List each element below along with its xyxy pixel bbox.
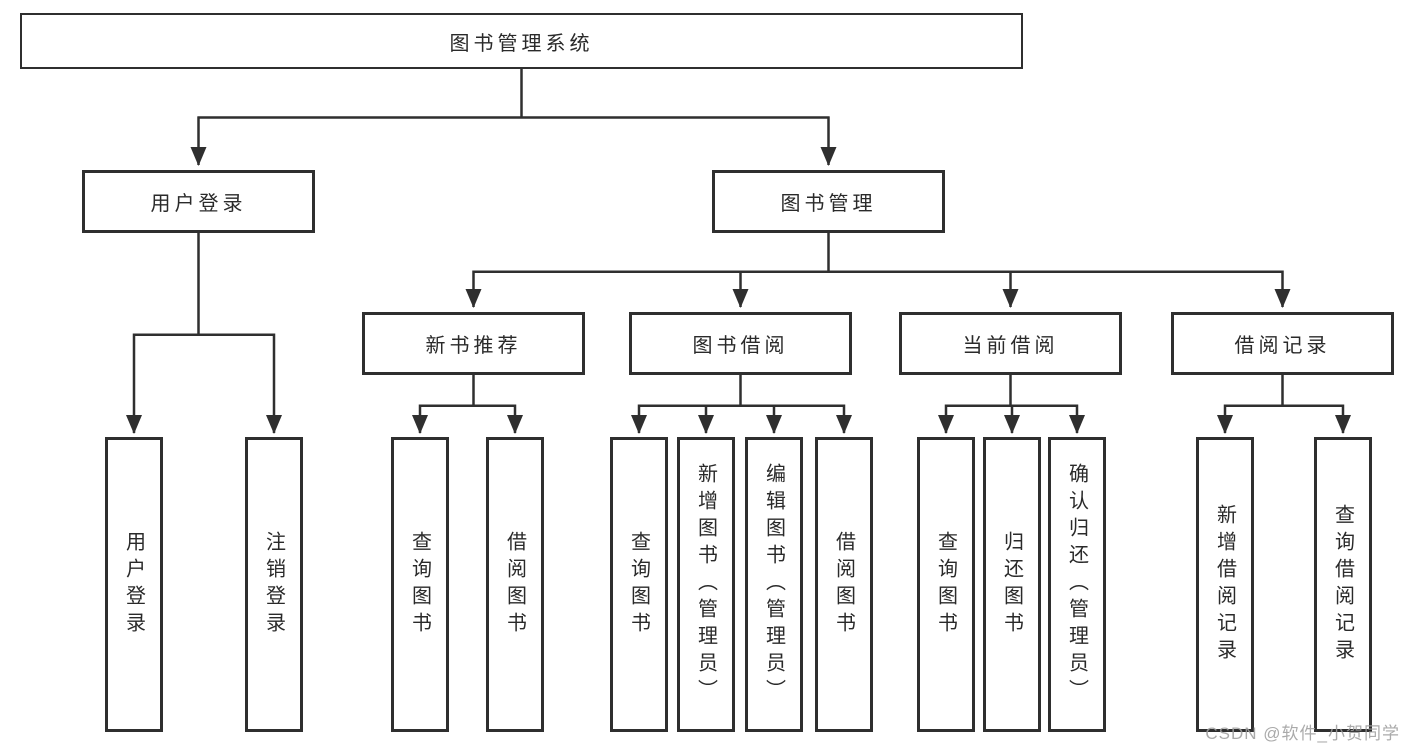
node-label: 编辑图书（管理员） <box>762 463 785 706</box>
node-label: 图书借阅 <box>692 335 789 357</box>
leaf-borrow-query-books: 查询图书 <box>610 437 668 732</box>
leaf-records-query-record: 查询借阅记录 <box>1314 437 1372 732</box>
leaf-borrow-edit-books-admin: 编辑图书（管理员） <box>745 437 803 732</box>
node-label: 新书推荐 <box>425 335 522 357</box>
node-library-management-system: 图书管理系统 <box>20 13 1023 69</box>
node-label: 查询图书 <box>627 530 650 639</box>
node-book-borrow: 图书借阅 <box>629 312 852 375</box>
node-label: 新增图书（管理员） <box>694 463 717 706</box>
node-book-management: 图书管理 <box>712 170 945 233</box>
node-label: 图书管理 <box>780 193 877 215</box>
node-label: 注销登录 <box>262 530 285 639</box>
node-label: 查询图书 <box>408 530 431 639</box>
node-current-borrow: 当前借阅 <box>899 312 1122 375</box>
node-label: 查询借阅记录 <box>1331 503 1354 666</box>
node-label: 新增借阅记录 <box>1213 503 1236 666</box>
node-label: 查询图书 <box>934 530 957 639</box>
leaf-logout: 注销登录 <box>245 437 303 732</box>
node-borrow-records: 借阅记录 <box>1171 312 1394 375</box>
node-label: 用户登录 <box>122 530 145 639</box>
csdn-watermark: CSDN @软件_小贺同学 <box>1205 724 1400 743</box>
leaf-current-query-books: 查询图书 <box>917 437 975 732</box>
node-label: 归还图书 <box>1000 530 1023 639</box>
node-label: 用户登录 <box>150 193 247 215</box>
leaf-newbook-borrow-books: 借阅图书 <box>486 437 544 732</box>
leaf-borrow-add-books-admin: 新增图书（管理员） <box>677 437 735 732</box>
node-label: 确认归还（管理员） <box>1065 463 1088 706</box>
leaf-current-return-books: 归还图书 <box>983 437 1041 732</box>
node-label: 图书管理系统 <box>449 32 594 55</box>
node-label: 当前借阅 <box>962 335 1059 357</box>
leaf-newbook-query-books: 查询图书 <box>391 437 449 732</box>
leaf-user-login: 用户登录 <box>105 437 163 732</box>
node-new-book-recommend: 新书推荐 <box>362 312 585 375</box>
leaf-current-confirm-return-admin: 确认归还（管理员） <box>1048 437 1106 732</box>
node-label: 借阅记录 <box>1234 335 1331 357</box>
leaf-borrow-borrow-books: 借阅图书 <box>815 437 873 732</box>
node-label: 借阅图书 <box>832 530 855 639</box>
node-label: 借阅图书 <box>503 530 526 639</box>
node-user-login: 用户登录 <box>82 170 315 233</box>
leaf-records-add-record: 新增借阅记录 <box>1196 437 1254 732</box>
